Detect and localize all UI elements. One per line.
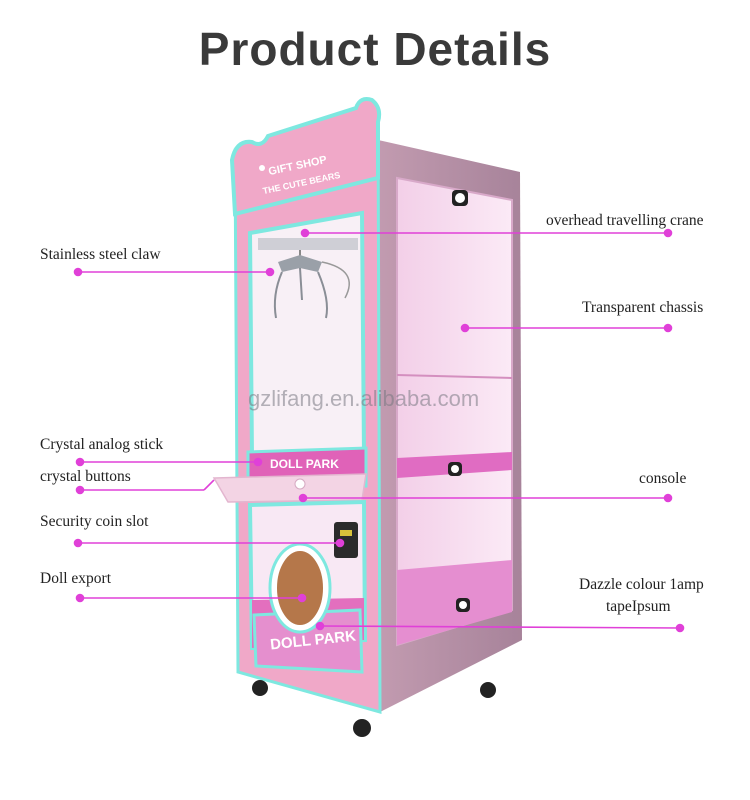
watermark: gzlifang.en.alibaba.com bbox=[248, 386, 480, 411]
doll-park-label-top: DOLL PARK bbox=[270, 457, 339, 471]
wheel bbox=[252, 680, 268, 696]
label-lamp-line1: Dazzle colour 1amp bbox=[579, 576, 704, 593]
console-shelf bbox=[212, 473, 367, 503]
crystal-button bbox=[294, 478, 306, 490]
label-analog-stick: Crystal analog stick bbox=[40, 436, 164, 453]
pointer-dot-crane-label bbox=[663, 228, 673, 238]
top-sign bbox=[229, 97, 382, 217]
page-title: Product Details bbox=[198, 23, 552, 75]
label-console: console bbox=[639, 470, 687, 487]
label-doll-export: Doll export bbox=[40, 570, 112, 587]
label-transparent-chassis: Transparent chassis bbox=[582, 299, 704, 316]
pointer-dot-crane-machine bbox=[300, 228, 310, 238]
claw bbox=[278, 255, 322, 272]
label-crystal-buttons: crystal buttons bbox=[40, 468, 131, 485]
label-steel-claw: Stainless steel claw bbox=[40, 246, 161, 263]
label-coin-slot: Security coin slot bbox=[40, 513, 149, 530]
label-overhead-crane: overhead travelling crane bbox=[546, 212, 704, 229]
label-lamp-line2: tapeIpsum bbox=[606, 598, 671, 615]
doll-export-ring bbox=[271, 545, 329, 631]
